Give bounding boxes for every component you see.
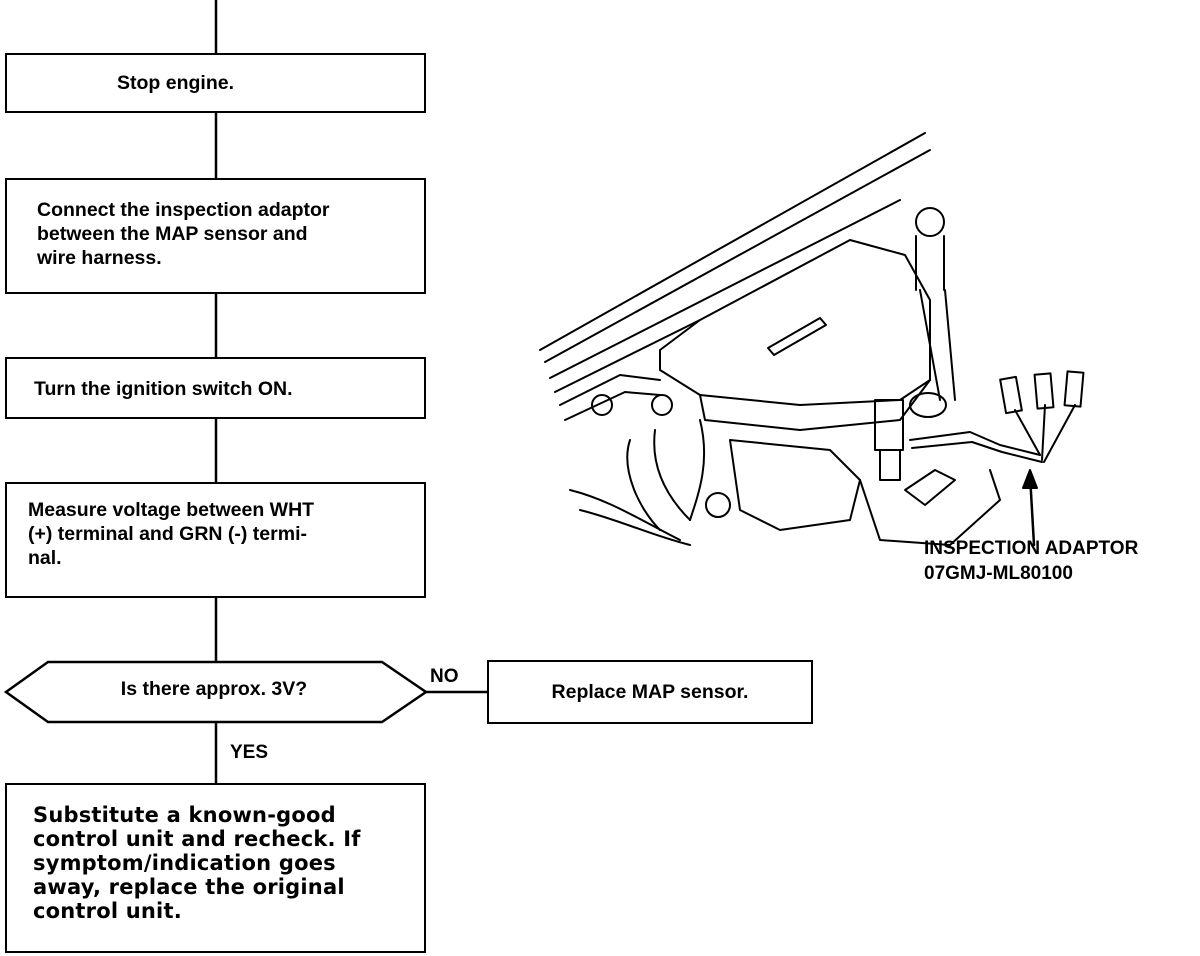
result-text-line: Substitute a known-good <box>33 803 336 827</box>
bolt <box>651 394 673 416</box>
branch-yes-label: YES <box>230 742 269 763</box>
hood-edge-line <box>549 199 901 379</box>
sensor-post <box>919 289 956 401</box>
engine-block <box>729 439 861 531</box>
sensor-cap <box>915 207 945 237</box>
hose <box>579 509 691 546</box>
map-sensor-connector <box>874 399 904 451</box>
intake-slot <box>767 317 827 356</box>
hose <box>689 419 706 521</box>
step-text-line: wire harness. <box>37 247 162 269</box>
decision-question: Is there approx. 3V? <box>120 678 308 700</box>
hose <box>626 439 661 531</box>
step-text-line: nal. <box>28 547 62 569</box>
adaptor-terminal <box>1033 372 1055 410</box>
intake-box <box>659 239 931 406</box>
step-text-line: (+) terminal and GRN (-) termi- <box>28 523 307 545</box>
hose <box>559 374 661 406</box>
step-ignition-on: Turn the ignition switch ON. <box>5 357 426 419</box>
step-text: Stop engine. <box>117 72 234 94</box>
result-text: Replace MAP sensor. <box>551 681 749 703</box>
step-text-line: Measure voltage between WHT <box>28 499 315 521</box>
bolt <box>591 394 613 416</box>
engine-block <box>859 469 1001 546</box>
hood-edge-line <box>544 149 931 363</box>
callout-arrowhead <box>1022 469 1038 489</box>
adaptor-wire <box>911 441 1043 463</box>
hood-edge-line <box>554 319 701 393</box>
result-text-line: away, replace the original <box>33 875 345 899</box>
adaptor-terminal <box>1063 370 1085 408</box>
branch-no-label: NO <box>430 666 459 687</box>
step-measure-voltage: Measure voltage between WHT (+) terminal… <box>5 482 426 598</box>
decision-hexagon <box>3 660 429 724</box>
hose <box>653 429 691 521</box>
hose <box>569 489 681 541</box>
adaptor-terminal <box>999 375 1023 415</box>
step-stop-engine: Stop engine. <box>5 53 426 113</box>
sensor-post <box>915 235 945 291</box>
map-sensor-connector <box>879 449 901 481</box>
step-text: Turn the ignition switch ON. <box>34 378 293 400</box>
bolt <box>705 492 731 518</box>
result-substitute-control-unit: Substitute a known-good control unit and… <box>5 783 426 953</box>
hose <box>564 391 661 421</box>
result-text-line: control unit. <box>33 899 182 923</box>
step-text-line: Connect the inspection adaptor <box>37 199 330 221</box>
harness-plug <box>904 469 956 506</box>
wire-loop <box>909 392 947 418</box>
callout-name: INSPECTION ADAPTOR <box>924 538 1139 559</box>
adaptor-leads <box>1014 404 1076 463</box>
step-connect-adaptor: Connect the inspection adaptor between t… <box>5 178 426 294</box>
step-text-line: between the MAP sensor and <box>37 223 308 245</box>
result-text-line: control unit and recheck. If <box>33 827 361 851</box>
hood-edge-line <box>539 132 926 351</box>
callout-part-number: 07GMJ-ML80100 <box>924 563 1073 584</box>
result-text-line: symptom/indication goes <box>33 851 336 875</box>
adaptor-wire <box>909 431 1041 456</box>
result-replace-map-sensor: Replace MAP sensor. <box>487 660 813 724</box>
